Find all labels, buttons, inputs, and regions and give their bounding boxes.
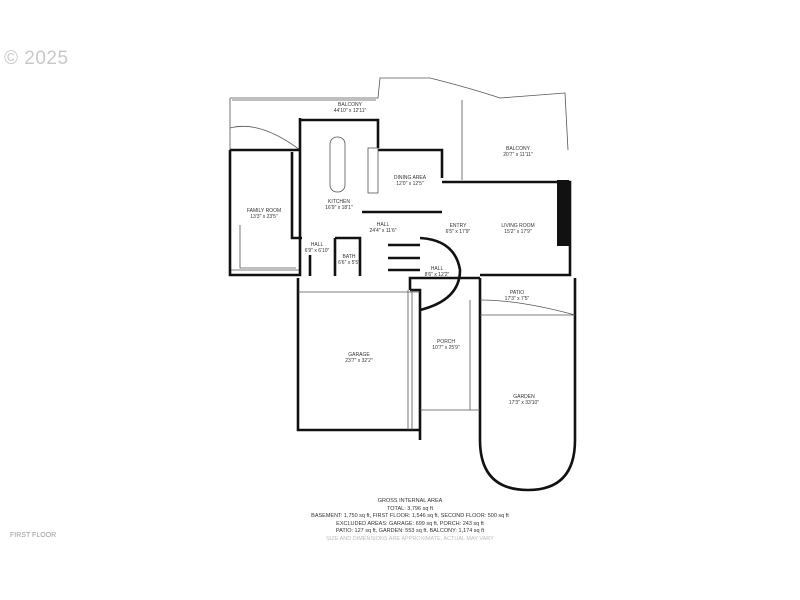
balcony-outline (229, 77, 569, 151)
stair-curve (419, 236, 462, 312)
summary-title: GROSS INTERNAL AREA (377, 498, 443, 504)
summary-excluded: EXCLUDED AREAS: GARAGE: 699 sq ft, PORCH… (336, 520, 484, 527)
floor-label: FIRST FLOOR (10, 532, 57, 539)
fireplace (557, 180, 569, 246)
summary-total: TOTAL: 3,796 sq ft (387, 505, 433, 512)
kitchen-counter (367, 147, 379, 194)
summary-floors: BASEMENT: 1,750 sq ft, FIRST FLOOR: 1,54… (311, 513, 509, 520)
summary-disclaimer: SIZE AND DIMENSIONS ARE APPROXIMATE, ACT… (326, 535, 494, 542)
kitchen-island (329, 136, 346, 193)
garden-outline (478, 278, 577, 492)
copyright-watermark: © 2025 (4, 48, 69, 69)
summary-other: PATIO: 127 sq ft, GARDEN: 553 sq ft, BAL… (335, 528, 485, 535)
area-summary: GROSS INTERNAL AREA TOTAL: 3,796 sq ft B… (280, 498, 540, 544)
exterior-walls (228, 118, 572, 277)
